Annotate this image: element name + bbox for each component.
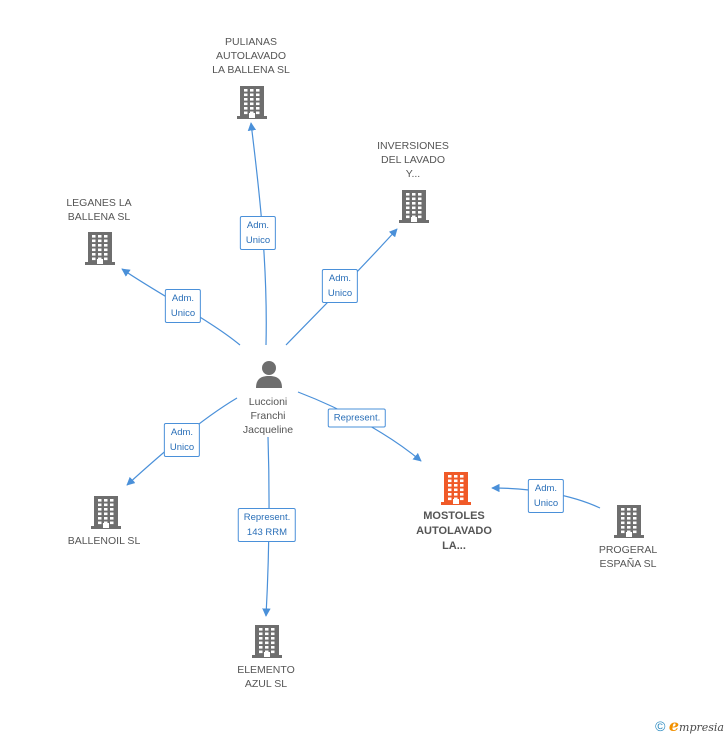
building-icon-mostoles[interactable] (440, 470, 472, 511)
building-icon-ballenoil[interactable] (90, 494, 122, 535)
empresia-logo-text: mpresia (679, 721, 724, 734)
copyright-symbol: © (655, 718, 666, 734)
company-label-leganes[interactable]: LEGANES LA BALLENA SL (66, 197, 132, 223)
company-label-elemento[interactable]: ELEMENTO AZUL SL (237, 664, 295, 690)
building-icon-pulianas[interactable] (236, 84, 268, 125)
building-icon-elemento[interactable] (251, 623, 283, 664)
person-icon[interactable] (254, 359, 284, 394)
building-icon-progeral[interactable] (613, 503, 645, 544)
company-label-mostoles[interactable]: MOSTOLES AUTOLAVADO LA... (416, 510, 492, 552)
edge-label-center-inversiones[interactable]: Adm. Unico (321, 269, 359, 303)
edge-label-progeral-mostoles[interactable]: Adm. Unico (527, 479, 565, 513)
edge-label-center-elemento[interactable]: Represent. 143 RRM (237, 508, 297, 542)
empresia-logo: © empresia (655, 716, 724, 735)
edge-label-center-leganes[interactable]: Adm. Unico (164, 289, 202, 323)
edge-label-center-ballenoil[interactable]: Adm. Unico (163, 423, 201, 457)
company-label-pulianas[interactable]: PULIANAS AUTOLAVADO LA BALLENA SL (212, 36, 290, 76)
company-label-inversiones[interactable]: INVERSIONES DEL LAVADO Y... (377, 140, 449, 180)
building-icon-leganes[interactable] (84, 230, 116, 271)
company-label-ballenoil[interactable]: BALLENOIL SL (67, 535, 141, 547)
person-name-label[interactable]: Luccioni Franchi Jacqueline (242, 396, 294, 436)
edge-label-center-pulianas[interactable]: Adm. Unico (239, 216, 277, 250)
building-icon-inversiones[interactable] (398, 188, 430, 229)
company-label-progeral[interactable]: PROGERAL ESPAÑA SL (598, 544, 658, 570)
edge-label-center-mostoles[interactable]: Represent. (327, 408, 387, 428)
empresia-logo-initial: e (668, 716, 680, 735)
